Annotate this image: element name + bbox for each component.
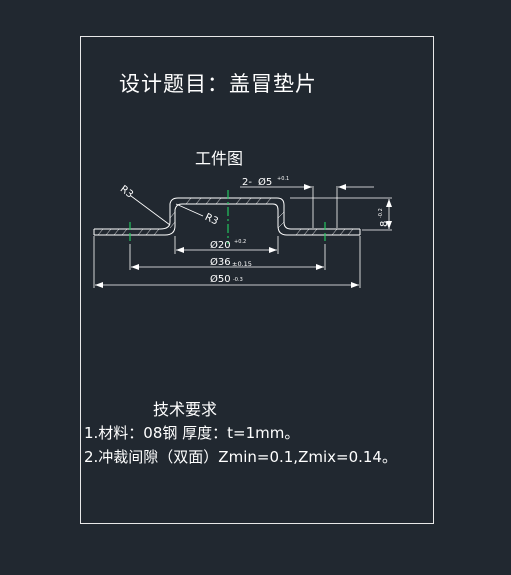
extension-lines [93,186,392,288]
requirement-item-2: 2.冲裁间隙（双面）Zmin=0.1,Zmix=0.14。 [84,448,397,466]
workpiece-drawing-label: 工件图 [195,149,244,168]
height-tol-text: -0.2 [378,208,384,218]
section-hatch [97,197,354,236]
hole-dia-text: Ø5 [258,176,272,188]
radius-outer-text: R3 [118,184,135,201]
inner-tol-text: +0.2 [234,239,246,245]
leader-r3-inner [175,203,204,217]
hole-count-text: 2- [242,177,252,188]
part-profile [93,197,361,236]
radius-inner-text: R3 [203,212,220,228]
height-text: 8 [379,221,390,227]
requirement-item-1: 1.材料：08钢 厚度：t=1mm。 [84,424,300,442]
centerlines [129,190,326,244]
inner-dia-text: Ø20 [210,239,231,251]
pitch-dia-text: Ø36 [210,256,231,268]
dimension-texts: 2- Ø5 +0.1 Ø20 +0.2 Ø36 ±0.15 Ø50 -0.3 R… [118,176,390,285]
profile-outer-line [94,197,360,230]
pitch-tol-text: ±0.15 [232,260,252,268]
leader-r3-outer [130,195,171,226]
requirements-heading: 技术要求 [153,400,218,419]
dimension-lines [95,184,392,288]
outer-tol-text: -0.3 [233,277,243,283]
drawing-frame [80,36,434,524]
hole-tol-text: +0.1 [277,176,289,182]
outer-dia-text: Ø50 [210,273,231,285]
design-title: 设计题目：盖冒垫片 [119,72,317,96]
profile-inner-line [94,203,360,236]
